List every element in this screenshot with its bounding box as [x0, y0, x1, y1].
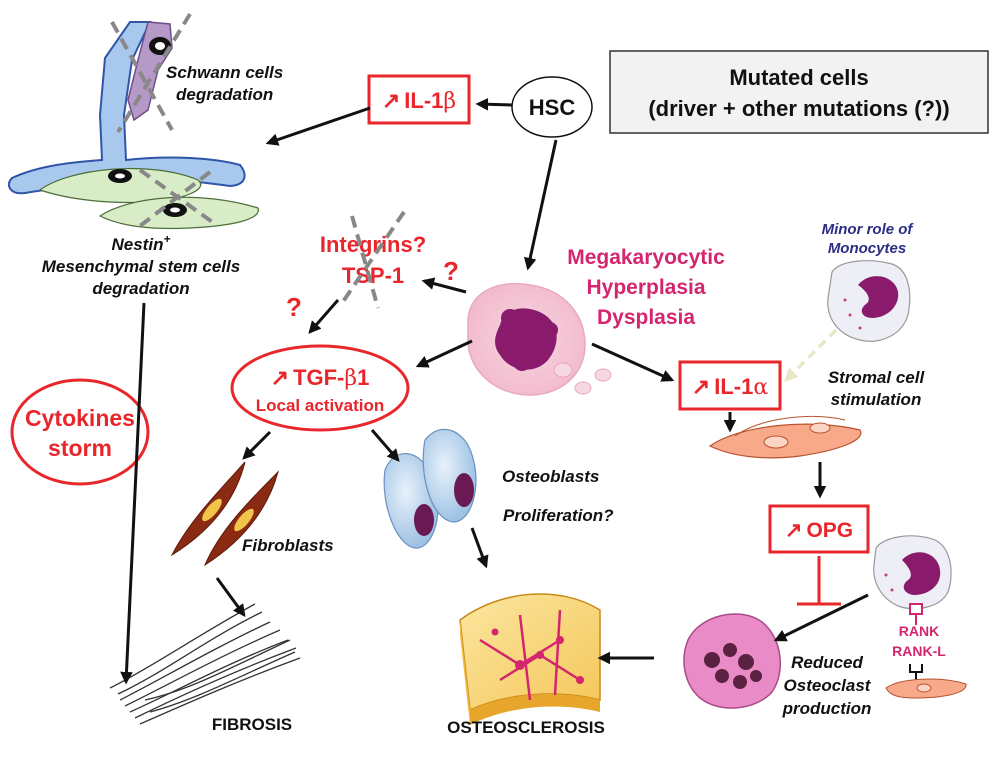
tgf-local-activation-label: Local activation	[256, 396, 384, 415]
nestin-label-line1: Nestin+	[112, 232, 171, 254]
reduced-label-line3: production	[782, 699, 872, 718]
monocytes-label-line1: Minor role of	[822, 221, 915, 238]
megakaryocyte-illustration	[467, 283, 612, 396]
cytokines-storm-node: Cytokines storm	[10, 378, 150, 486]
il1b-label: ↗IL-1β	[382, 88, 456, 114]
hsc-node: HSC	[511, 76, 593, 138]
opg-box: ↗OPG	[768, 504, 870, 554]
arrow-megakaryocyte-to-il1a	[591, 342, 675, 382]
megakaryocytic-label: Megakaryocytic	[567, 246, 725, 269]
opg-label: ↗OPG	[785, 519, 853, 542]
nestin-label-line2: Mesenchymal stem cells	[42, 257, 240, 276]
tgf-beta1-node: ↗TGF-β1 Local activation	[230, 344, 410, 432]
osteoblasts-label-line1: Osteoblasts	[502, 467, 599, 486]
mesenchymal-cells-illustration	[38, 168, 259, 230]
arrow-monocyte-to-il1a	[784, 328, 838, 382]
rank-receptor	[909, 603, 923, 625]
fibrosis-label: FIBROSIS	[212, 715, 292, 734]
reduced-label-line1: Reduced	[791, 653, 863, 672]
hsc-label: HSC	[529, 95, 576, 120]
il1b-box: ↗IL-1β	[367, 74, 471, 125]
integrins-label: Integrins?	[320, 232, 426, 257]
stromal-cells-illustration	[708, 416, 862, 459]
rankl-ligand	[885, 664, 967, 699]
storm-label: storm	[48, 435, 112, 461]
fibroblasts-label: Fibroblasts	[242, 536, 334, 555]
osteoblasts-label-line2: Proliferation?	[503, 506, 614, 525]
fibrosis-fibers-illustration	[109, 603, 301, 725]
mutated-cells-box: Mutated cells (driver + other mutations …	[609, 50, 989, 134]
osteoblasts-illustration	[383, 428, 477, 549]
osteoclast-precursor-illustration	[873, 535, 952, 610]
arrow-niche-to-fibrosis	[120, 302, 146, 685]
fibroblasts-illustration	[170, 461, 279, 567]
rank-label: RANK	[899, 623, 939, 639]
il1a-label: ↗IL-1α	[692, 374, 769, 400]
reduced-label-line2: Osteoclast	[784, 676, 872, 695]
integrins-cross-1	[350, 215, 380, 309]
arrow-megakaryocyte-to-tgf	[415, 339, 473, 368]
diagram-arrows	[120, 97, 869, 685]
osteosclerosis-label: OSTEOSCLEROSIS	[447, 718, 605, 737]
arrow-integrins-to-tgf	[308, 299, 340, 334]
schwann-label-line2: degradation	[176, 85, 273, 104]
dysplasia-label: Dysplasia	[597, 306, 695, 329]
integrins-question-2: ?	[286, 292, 302, 322]
schwann-label-line1: Schwann cells	[166, 63, 283, 82]
mutated-cells-subtitle: (driver + other mutations (?))	[648, 96, 949, 121]
bone-tissue-illustration	[459, 593, 601, 725]
arrow-megakaryocyte-to-integrins	[421, 277, 467, 294]
integrins-question-1: ?	[443, 256, 459, 286]
arrow-osteoblasts-to-osteosclerosis	[470, 527, 489, 569]
osteoclast-illustration	[683, 613, 782, 709]
nestin-label-line3: degradation	[92, 279, 189, 298]
stromal-label-line1: Stromal cell	[828, 368, 926, 387]
cytokines-label: Cytokines	[25, 405, 135, 431]
il1a-box: ↗IL-1α	[678, 360, 782, 411]
hyperplasia-label: Hyperplasia	[586, 276, 705, 299]
rankl-label: RANK-L	[892, 643, 946, 659]
tsp1-label: TSP-1	[342, 263, 404, 288]
arrow-hsc-to-il1b	[475, 97, 513, 111]
tgf-beta1-label: ↗TGF-β1	[271, 365, 370, 391]
monocyte-illustration	[827, 260, 911, 342]
arrow-tgf-to-fibroblasts	[242, 430, 272, 460]
stromal-label-line2: stimulation	[831, 390, 922, 409]
monocytes-label-line2: Monocytes	[828, 240, 906, 257]
arrow-il1b-to-niche	[265, 106, 371, 146]
mutated-cells-title: Mutated cells	[729, 65, 868, 90]
arrow-fibroblasts-to-fibrosis	[215, 577, 246, 618]
arrow-precursor-to-osteoclast	[773, 593, 869, 642]
arrow-tgf-to-osteoblasts	[370, 429, 400, 462]
arrow-hsc-to-megakaryocyte	[523, 139, 558, 271]
